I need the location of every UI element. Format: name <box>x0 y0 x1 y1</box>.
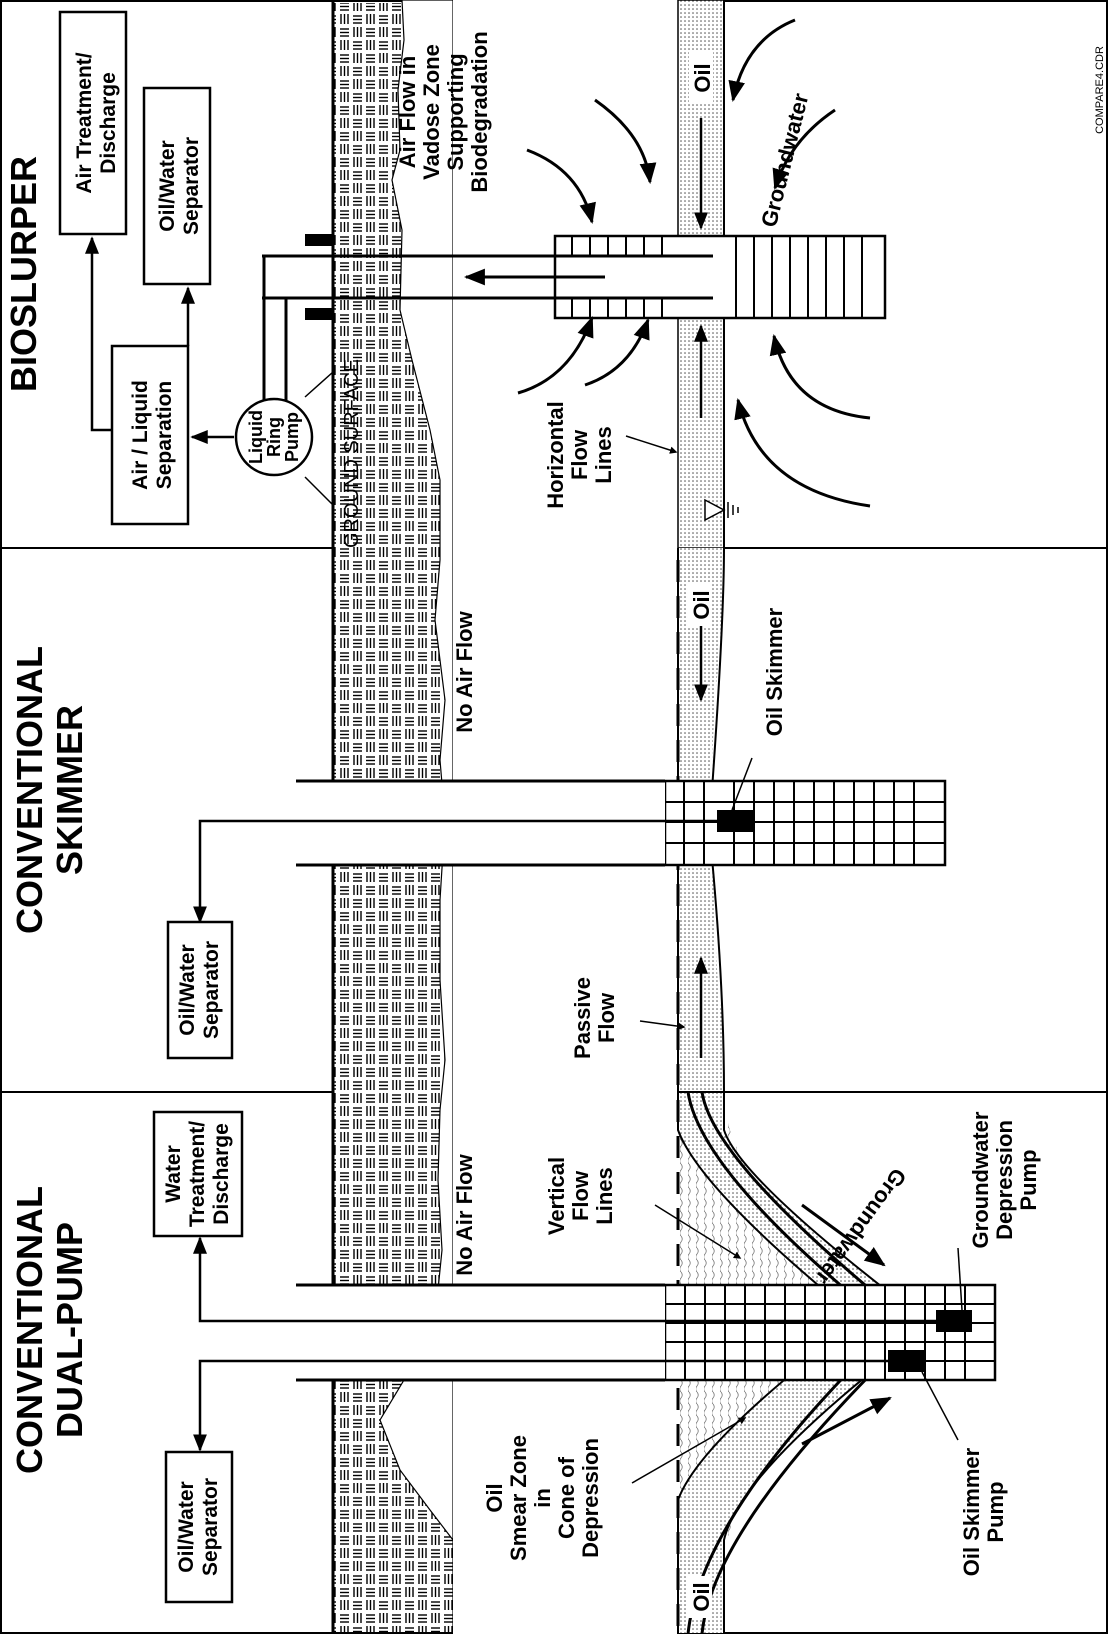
smear-zone-label: Smear Zone <box>506 1435 531 1561</box>
no-air-flow-label: No Air Flow <box>452 610 477 732</box>
skimmer-title: SKIMMER <box>49 705 90 875</box>
water-discharge-arrow <box>193 1236 936 1323</box>
oil-skimmer-device <box>717 810 753 832</box>
water-treatment-label: Discharge <box>210 1123 233 1225</box>
air-liquid-separation-box[interactable] <box>110 344 190 526</box>
horizontal-flow-label: Lines <box>591 426 616 483</box>
oil-label: Oil <box>689 1582 714 1611</box>
dual-pump-title: DUAL-PUMP <box>49 1222 90 1438</box>
gw-depression-pump-label: Depression <box>992 1120 1017 1240</box>
groundwater-arrow <box>801 1396 892 1446</box>
air-flow-label: Air Flow in <box>395 56 420 168</box>
smear-zone-label: Depression <box>578 1438 603 1558</box>
oil-skimmer-label: Oil Skimmer <box>762 607 787 736</box>
vertical-flow-label: Lines <box>592 1167 617 1224</box>
oil-label: Oil <box>690 63 715 92</box>
pump-label: Ring <box>264 417 284 457</box>
oil-skimmer-pump <box>888 1350 924 1372</box>
vertical-flow-label: Vertical <box>544 1157 569 1235</box>
skimmer-panel: CONVENTIONAL SKIMMER Oil/Water Separator… <box>9 547 947 1093</box>
pump-label: Pump <box>282 412 302 462</box>
gw-depression-pump-label: Pump <box>1016 1149 1041 1210</box>
soil-boundary <box>379 0 561 1634</box>
skimmer-title: CONVENTIONAL <box>9 646 50 934</box>
passive-flow-label: Flow <box>594 992 619 1043</box>
oil-discharge-arrow <box>193 1359 888 1452</box>
separator-label: Separator <box>199 1478 222 1576</box>
smear-zone-label: in <box>530 1488 555 1508</box>
vertical-flow-label: Flow <box>568 1170 593 1221</box>
separator-label: Oil/Water <box>175 1481 198 1572</box>
pump-label: Liquid <box>246 410 266 464</box>
smear-zone-label: Oil <box>482 1483 507 1512</box>
air-treatment-label: Air Treatment/ <box>73 52 96 193</box>
smear-zone-label: Cone of <box>554 1456 579 1539</box>
air-treatment-label: Discharge <box>97 72 120 174</box>
dual-pump-title: CONVENTIONAL <box>9 1186 50 1474</box>
bioslurper-flow-arrows <box>517 18 871 508</box>
air-liquid-separation-label: Air / Liquid <box>129 380 152 490</box>
separator-label: Separator <box>200 941 223 1039</box>
skimmer-discharge-arrow <box>193 819 717 924</box>
file-code: COMPARE4.CDR <box>1094 46 1106 134</box>
groundwater-depression-pump <box>936 1310 972 1332</box>
vertical-flow-line <box>686 1091 871 1312</box>
separation-to-treatment-arrow <box>85 236 112 432</box>
skimmer-pump-label: Pump <box>983 1481 1008 1542</box>
groundwater-arrow <box>801 1203 886 1267</box>
oil-label: Oil <box>689 590 714 619</box>
water-treatment-label: Water <box>162 1145 185 1203</box>
air-treatment-box[interactable] <box>58 10 128 236</box>
well-seal <box>305 234 333 246</box>
skimmer-separator-box[interactable] <box>166 920 234 1060</box>
dual-separator-box[interactable] <box>164 1450 234 1604</box>
air-flow-label: Vadose Zone <box>419 44 444 180</box>
water-treatment-label: Treatment/ <box>186 1121 209 1227</box>
water-table-symbol <box>704 498 739 522</box>
dual-pump-well <box>663 1283 997 1382</box>
horizontal-flow-label: Horizontal <box>543 401 568 509</box>
oil-water-separator-label: Oil/Water <box>156 140 179 231</box>
horizontal-flow-label: Flow <box>567 429 592 480</box>
skimmer-pump-label: Oil Skimmer <box>959 1447 984 1576</box>
ground-surface-label: GROUND SURFACE <box>341 359 363 548</box>
groundwater-label: Groundwater <box>756 90 813 229</box>
bioslurper-title: BIOSLURPER <box>3 156 44 392</box>
oil-water-separator-label: Separator <box>180 137 203 235</box>
dual-pump-panel: CONVENTIONAL DUAL-PUMP Water Treatment/ … <box>9 1091 1041 1634</box>
gw-depression-pump-label: Groundwater <box>968 1111 993 1248</box>
passive-flow-label: Passive <box>570 977 595 1059</box>
oil-layer <box>677 1091 926 1634</box>
bioslurper-well <box>553 234 887 320</box>
air-flow-label: Supporting <box>443 53 468 170</box>
oil-water-separator-box[interactable] <box>142 86 212 286</box>
vertical-flow-line <box>700 1091 896 1312</box>
air-flow-label: Biodegradation <box>467 31 492 192</box>
no-air-flow-label: No Air Flow <box>452 1153 477 1275</box>
water-treatment-box[interactable] <box>152 1110 244 1238</box>
liquid-ring-pump <box>234 397 314 477</box>
air-liquid-separation-label: Separation <box>153 381 176 490</box>
separator-label: Oil/Water <box>176 944 199 1035</box>
